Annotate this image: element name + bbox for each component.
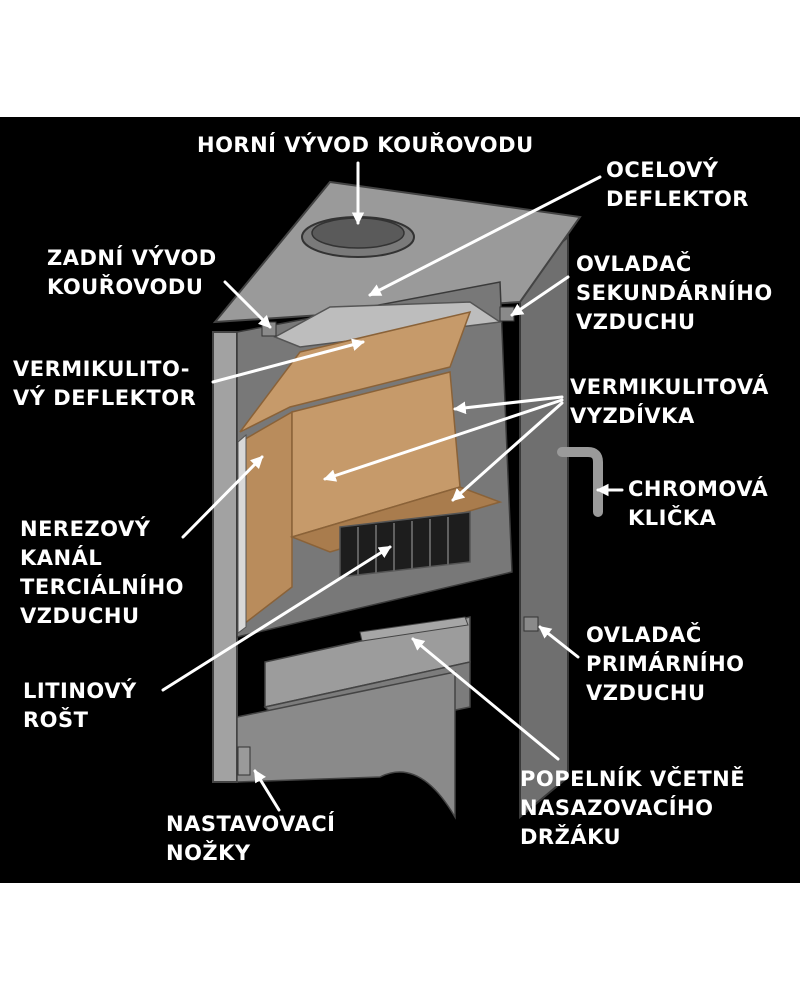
arrow-vermiculite-lining-2: [323, 398, 564, 482]
side-panel: [519, 234, 569, 820]
stove-body: [212, 180, 603, 820]
vermiculite-deflector: [239, 310, 472, 433]
label-vermiculite-lining: VERMIKULITOVÁ VYZDÍVKA: [570, 375, 769, 428]
label-rear-flue: ZADNÍ VÝVOD KOUŘOVODU: [47, 246, 217, 299]
label-ash-pan: POPELNÍK VČETNĚ NASAZOVACÍHO DRŽÁKU: [520, 767, 746, 849]
label-adjustable-feet: NASTAVOVACÍ NOŽKY: [166, 812, 336, 865]
stove-diagram: HORNÍ VÝVOD KOUŘOVODU OCELOVÝ DEFLEKTOR …: [0, 117, 800, 883]
arrow-vermiculite-lining-1: [453, 395, 564, 415]
primary-air-control: [523, 616, 539, 632]
tertiary-air-channel: [237, 433, 247, 634]
stove-base: [236, 671, 456, 820]
label-secondary-air: OVLADAČ SEKUNDÁRNÍHO VZDUCHU: [576, 252, 773, 334]
arrow-secondary-air: [510, 275, 570, 317]
steel-deflector: [273, 301, 503, 348]
arrow-rear-flue: [223, 280, 272, 329]
stove-cutaway-illustration: [161, 161, 624, 820]
label-vermiculite-deflector: VERMIKULITO- VÝ DEFLEKTOR: [13, 357, 197, 410]
arrow-adjustable-feet: [253, 769, 281, 812]
arrow-tertiary-air: [181, 455, 264, 539]
arrow-steel-deflector: [368, 175, 602, 297]
label-top-flue: HORNÍ VÝVOD KOUŘOVODU: [197, 133, 534, 157]
ash-pan-holder: [359, 616, 469, 642]
chrome-handle: [557, 447, 603, 517]
arrow-vermiculite-lining-3: [451, 401, 564, 502]
label-chrome-handle: CHROMOVÁ KLIČKA: [628, 477, 769, 530]
label-tertiary-air: NEREZOVÝ KANÁL TERCIÁLNÍHO VZDUCHU: [20, 517, 185, 628]
label-primary-air: OVLADAČ PRIMÁRNÍHO VZDUCHU: [586, 623, 745, 705]
label-cast-iron-grate: LITINOVÝ ROŠT: [23, 679, 137, 732]
front-frame-left: [212, 331, 238, 783]
arrow-ash-pan: [411, 637, 560, 761]
callout-arrows: [161, 161, 624, 812]
cast-iron-grate: [339, 511, 471, 578]
label-steel-deflector: OCELOVÝ DEFLEKTOR: [606, 158, 749, 211]
arrow-vermiculite-deflector: [211, 338, 365, 384]
arrow-cast-iron-grate: [161, 545, 392, 692]
adjustable-foot: [237, 746, 251, 776]
arrow-primary-air: [538, 625, 580, 659]
